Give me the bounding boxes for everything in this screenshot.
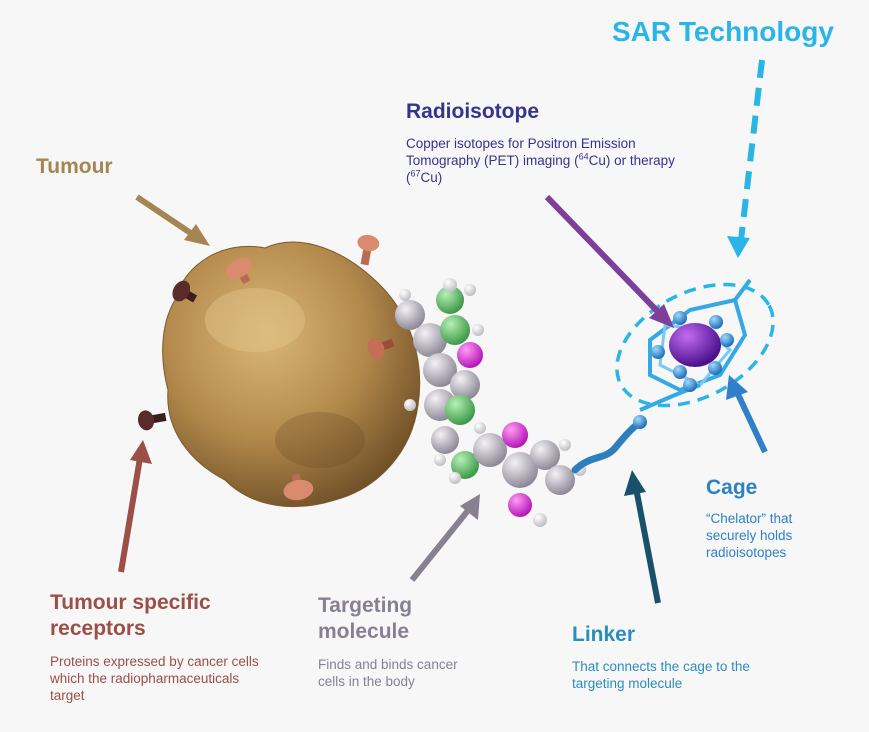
linker-chain [571, 418, 644, 474]
linker-title: Linker [572, 623, 636, 646]
targeting-arrow [409, 494, 480, 582]
receptor [283, 473, 314, 501]
receptor-arrow [118, 440, 152, 573]
tumour-arrow [135, 194, 210, 246]
cage-molecule [639, 278, 752, 412]
radioisotope-title: Radioisotope [406, 100, 540, 123]
targeting-molecule [395, 278, 586, 527]
receptors-title: Tumour specific receptors [50, 591, 211, 640]
sar-highlight-ring [615, 282, 775, 408]
targeting-molecule-description: Finds and binds cancer cells in the body [318, 657, 458, 689]
cage-description: “Chelator” that securely holds radioisot… [706, 511, 793, 560]
receptors-description: Proteins expressed by cancer cells which… [50, 654, 259, 703]
targeting-molecule-title: Targeting molecule [318, 594, 413, 643]
receptor [357, 234, 380, 266]
receptor [367, 337, 395, 360]
sar-technology-title: SAR Technology [612, 16, 834, 47]
radioisotope-arrow [544, 194, 674, 328]
linker-arrow [624, 470, 661, 604]
cage-title: Cage [706, 476, 758, 499]
cage-arrow [726, 375, 768, 454]
receptor [172, 280, 198, 303]
sar-arrow [727, 59, 765, 258]
tumour-receptors [137, 234, 395, 501]
linker-description: That connects the cage to the targeting … [572, 659, 750, 691]
tumour-cell [162, 241, 421, 508]
radioisotope-description: Copper isotopes for Positron Emission To… [406, 136, 675, 185]
linker-joint [633, 415, 647, 429]
receptor [226, 257, 252, 285]
radioisotope-atom [669, 323, 721, 367]
tumour-title: Tumour [36, 155, 113, 178]
receptor [137, 410, 167, 431]
